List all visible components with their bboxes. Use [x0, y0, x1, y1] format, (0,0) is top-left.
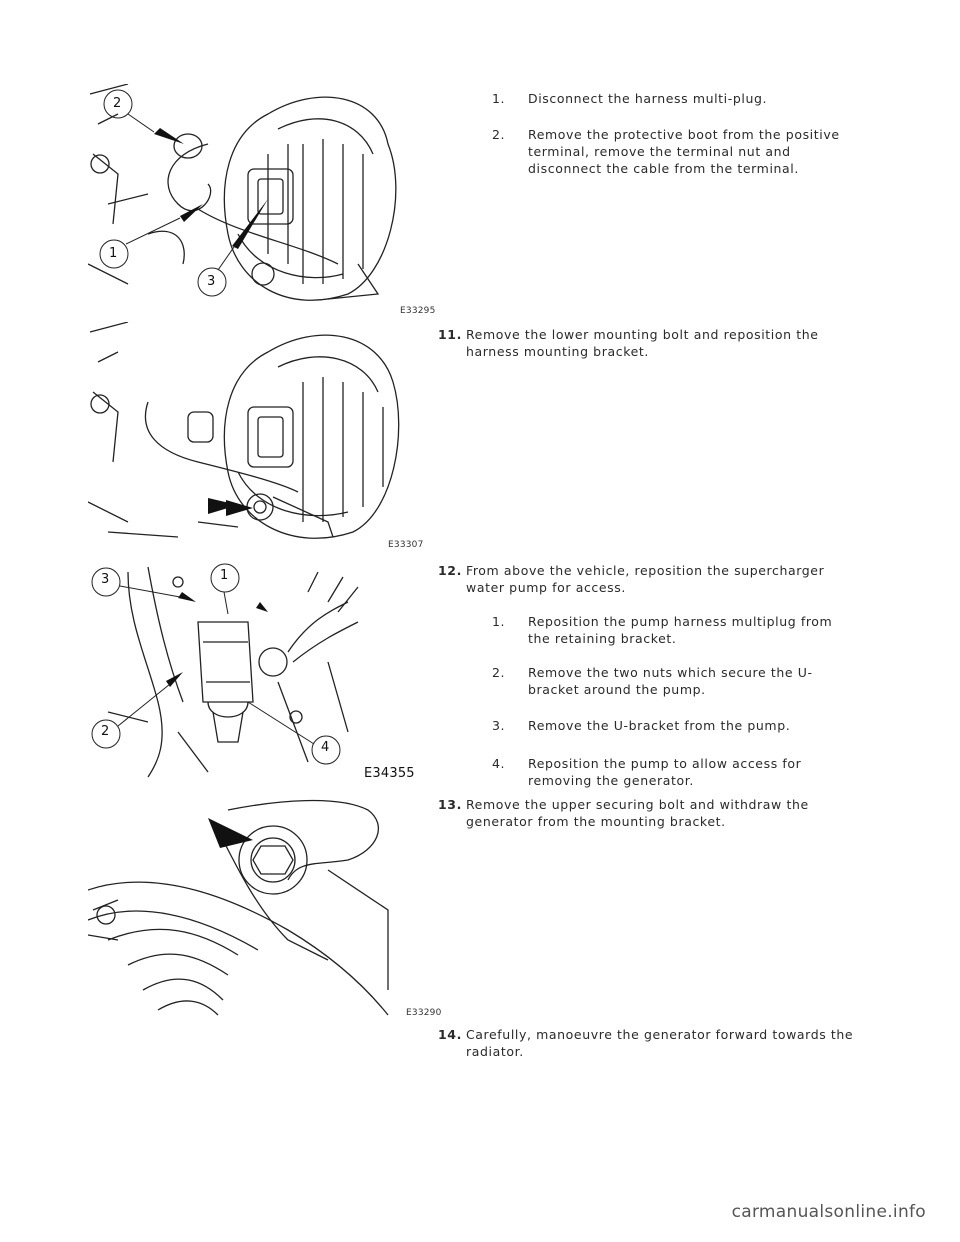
step-10-sub-2: 2. Remove the protective boot from the po… — [492, 126, 855, 177]
sub-text: Reposition the pump to allow access for … — [528, 756, 802, 788]
step-text: Remove the upper securing bolt and withd… — [465, 797, 809, 829]
callout-2: 2 — [101, 724, 110, 739]
sub-number: 2. — [492, 665, 506, 680]
figure-code: E33290 — [406, 1008, 442, 1018]
sub-number: 2. — [492, 127, 506, 142]
sub-number: 4. — [492, 756, 506, 771]
sub-text: Reposition the pump harness multiplug fr… — [528, 614, 833, 646]
sub-number: 1. — [492, 91, 506, 106]
step-12-sub-2: 2. Remove the two nuts which secure the U… — [492, 664, 855, 698]
figure-water-pump: 3 1 2 4 E34355 — [88, 562, 415, 782]
step-number: 11. — [438, 327, 462, 342]
sub-text: Remove the protective boot from the posi… — [528, 127, 840, 176]
step-text: Remove the lower mounting bolt and repos… — [465, 327, 819, 359]
callout-2: 2 — [113, 96, 122, 111]
figure-harness-bracket: E33307 — [88, 322, 423, 550]
step-text: From above the vehicle, reposition the s… — [465, 563, 825, 595]
sub-number: 1. — [492, 614, 506, 629]
watermark: carmanualsonline.info — [731, 1202, 926, 1222]
sub-text: Remove the two nuts which secure the U-b… — [528, 665, 813, 697]
step-number: 12. — [438, 563, 462, 578]
sub-text: Remove the U-bracket from the pump. — [528, 718, 791, 733]
figure-upper-bolt: E33290 — [88, 790, 441, 1022]
figure-code: E33307 — [388, 540, 424, 550]
callout-3: 3 — [101, 572, 110, 587]
callout-1: 1 — [220, 568, 229, 583]
step-12-sub-1: 1. Reposition the pump harness multiplug … — [492, 613, 855, 647]
figure-code: E33295 — [400, 306, 436, 316]
step-number: 14. — [438, 1027, 462, 1042]
step-number: 13. — [438, 797, 462, 812]
callout-1: 1 — [109, 246, 118, 261]
step-13: 13.Remove the upper securing bolt and wi… — [438, 796, 858, 830]
sub-number: 3. — [492, 718, 506, 733]
step-10-sub-1: 1. Disconnect the harness multi-plug. — [492, 90, 855, 107]
step-12-sub-4: 4. Reposition the pump to allow access fo… — [492, 755, 855, 789]
step-14: 14.Carefully, manoeuvre the generator fo… — [438, 1026, 858, 1060]
step-12-sub-3: 3. Remove the U-bracket from the pump. — [492, 717, 855, 734]
figure-generator-terminals: 2 1 3 E33295 — [88, 84, 435, 316]
step-11: 11.Remove the lower mounting bolt and re… — [438, 326, 858, 360]
step-text: Carefully, manoeuvre the generator forwa… — [465, 1027, 854, 1059]
step-12: 12.From above the vehicle, reposition th… — [438, 562, 858, 596]
callout-4: 4 — [321, 740, 330, 755]
figure-code: E34355 — [364, 766, 415, 781]
callout-3: 3 — [207, 274, 216, 289]
sub-text: Disconnect the harness multi-plug. — [528, 91, 768, 106]
